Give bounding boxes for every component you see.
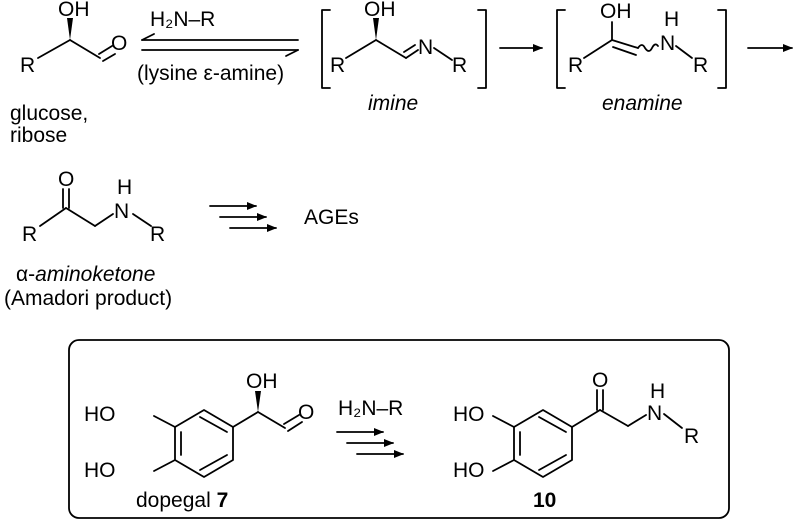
aminoketone-structure [39, 188, 152, 227]
sugar-o: O [111, 32, 127, 55]
product-n: N [647, 402, 662, 425]
product-ho-top: HO [453, 403, 485, 426]
imine-r-left: R [330, 54, 345, 77]
enamine-brackets [556, 9, 727, 89]
imine-oh: OH [364, 0, 396, 21]
product-label: 10 [533, 489, 556, 512]
aminoketone-r-right: R [150, 223, 165, 246]
enamine-r-left: R [568, 54, 583, 77]
aminoketone-h: H [117, 176, 132, 199]
imine-n: N [418, 36, 433, 59]
sugar-name-ribose: ribose [10, 124, 67, 147]
aminoketone-n: N [114, 200, 129, 223]
enamine-h: H [664, 8, 679, 31]
product-r: R [684, 425, 699, 448]
dopegal-ho-bottom: HO [84, 459, 116, 482]
enamine-oh: OH [600, 0, 632, 23]
amadori-label: (Amadori product) [4, 287, 172, 310]
imine-r-right: R [452, 54, 467, 77]
dopegal-box [68, 339, 730, 519]
enamine-label: enamine [602, 92, 683, 115]
imine-structure [345, 18, 453, 61]
aminoketone-o: O [58, 168, 74, 191]
aminoketone-label: α-aminoketone [16, 263, 155, 286]
product-o: O [592, 369, 608, 392]
equilibrium-arrow [141, 33, 299, 57]
ages-label: AGEs [304, 206, 359, 229]
enamine-n: N [660, 32, 675, 55]
dopegal-ho-top: HO [84, 403, 116, 426]
enamine-structure [583, 21, 693, 59]
dopegal-oh: OH [246, 370, 278, 393]
product-h: H [650, 380, 665, 403]
enamine-r-right: R [693, 54, 708, 77]
multistep-arrow-to-ages [209, 202, 277, 232]
imine-label: imine [368, 92, 418, 115]
dopegal-label: dopegal 7 [136, 489, 228, 512]
dopegal-o: O [298, 401, 314, 424]
dopegal-structure [153, 391, 303, 478]
sugar-name-glucose: glucose, [10, 102, 88, 125]
aminoketone-r-left: R [22, 223, 37, 246]
lysine-amine-note: (lysine ε-amine) [137, 62, 284, 85]
product-10-structure [492, 389, 683, 478]
product-ho-bottom: HO [453, 459, 485, 482]
imine-brackets [321, 9, 487, 89]
box-multistep-arrow [336, 428, 404, 458]
sugar-structure [37, 18, 116, 62]
box-amine-reagent: H₂N–R [338, 397, 403, 420]
sugar-r: R [20, 54, 35, 77]
amine-reagent: H₂N–R [150, 8, 215, 31]
sugar-oh: OH [58, 0, 90, 21]
